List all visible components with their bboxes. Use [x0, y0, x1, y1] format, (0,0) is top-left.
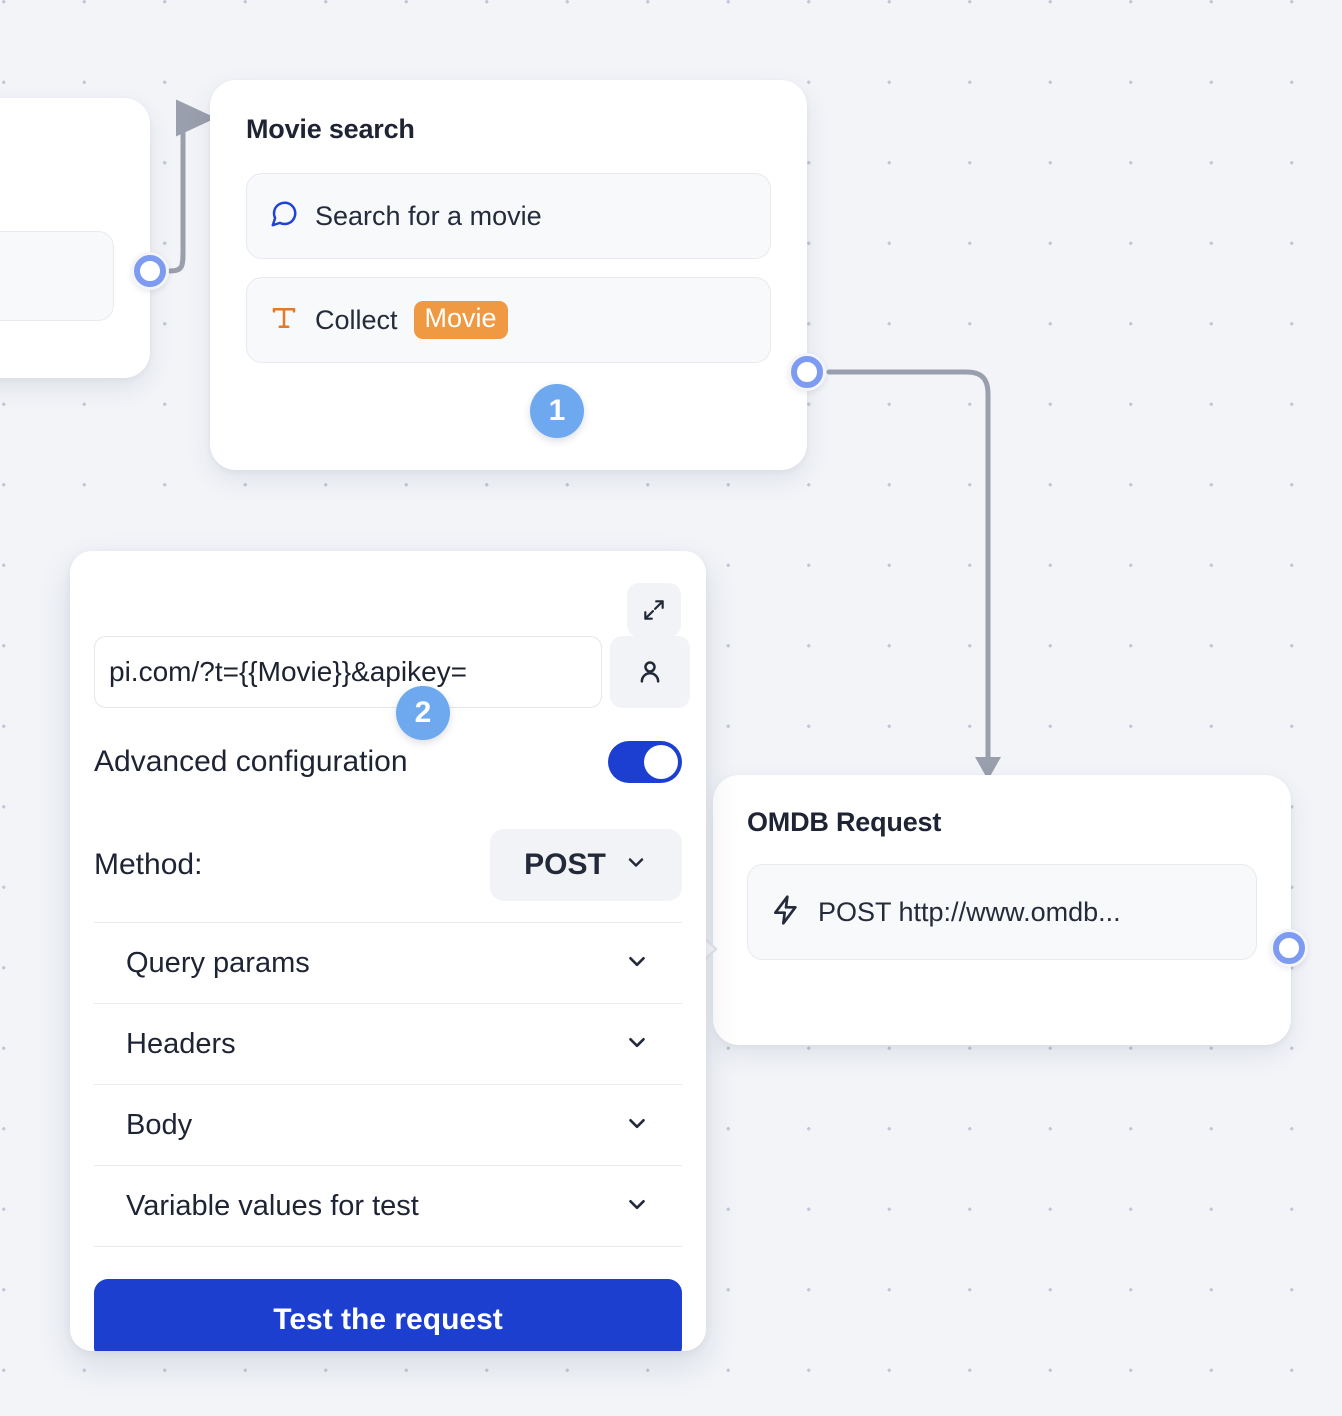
connector-port-movie-search[interactable]	[788, 353, 826, 391]
connector-port-left-node[interactable]	[131, 252, 169, 290]
test-the-request-button[interactable]: Test the request	[94, 1279, 682, 1351]
advanced-configuration-row[interactable]: Advanced configuration	[94, 741, 682, 783]
wire-left-to-movie	[167, 99, 216, 274]
step-badge-2: 2	[396, 686, 450, 740]
advanced-configuration-label: Advanced configuration	[94, 745, 408, 778]
accordion-label-query-params: Query params	[126, 946, 310, 979]
url-row[interactable]	[94, 636, 690, 708]
node-card-omdb-request[interactable]: OMDB Request POST http://www.omdb...	[713, 775, 1291, 1045]
node-title-movie-search: Movie search	[246, 114, 415, 144]
node-row-label-search: Search for a movie	[315, 200, 542, 231]
node-card-movie-search[interactable]: Movie search Search for a movie Collect …	[210, 80, 807, 470]
accordion-label-variable-values: Variable values for test	[126, 1189, 419, 1222]
node-row-partial[interactable]	[0, 231, 114, 321]
method-label: Method:	[94, 848, 203, 881]
request-config-panel[interactable]: Advanced configuration Method: POST Quer…	[70, 551, 706, 1351]
accordion-item-headers[interactable]: Headers	[94, 1004, 682, 1085]
request-url-input[interactable]	[94, 636, 602, 708]
lightning-bolt-icon	[770, 894, 802, 931]
node-row-post-request[interactable]: POST http://www.omdb...	[747, 864, 1257, 960]
advanced-configuration-toggle[interactable]	[608, 741, 682, 783]
accordion-item-query-params[interactable]: Query params	[94, 923, 682, 1004]
variable-chip-movie[interactable]: Movie	[413, 301, 508, 339]
chevron-down-icon	[624, 1029, 650, 1060]
step-badge-1: 1	[530, 384, 584, 438]
message-bubble-icon	[269, 199, 299, 234]
method-select[interactable]: POST	[490, 829, 682, 901]
accordion-item-body[interactable]: Body	[94, 1085, 682, 1166]
method-row: Method: POST	[94, 829, 682, 901]
chevron-down-icon	[624, 948, 650, 979]
connector-port-omdb-request[interactable]	[1270, 929, 1308, 967]
chevron-down-icon	[624, 1191, 650, 1222]
node-title-omdb-request: OMDB Request	[747, 807, 942, 837]
accordion-sections: Query params Headers Body	[94, 922, 682, 1247]
chevron-down-icon	[624, 1110, 650, 1141]
accordion-item-variable-values[interactable]: Variable values for test	[94, 1166, 682, 1247]
node-row-label-collect: Collect	[315, 304, 398, 335]
node-row-search-for-a-movie[interactable]: Search for a movie	[246, 173, 771, 259]
text-t-icon	[269, 303, 299, 338]
node-card-partial[interactable]	[0, 98, 150, 378]
node-row-label-post-url: POST http://www.omdb...	[818, 896, 1121, 927]
expand-diagonal-icon[interactable]	[627, 583, 681, 637]
chevron-down-icon	[624, 848, 648, 882]
person-icon-button[interactable]	[610, 636, 690, 708]
accordion-label-headers: Headers	[126, 1027, 236, 1060]
node-row-collect-movie[interactable]: Collect Movie	[246, 277, 771, 363]
wire-movie-to-omdb	[826, 369, 991, 760]
accordion-label-body: Body	[126, 1108, 193, 1141]
method-selected-value: POST	[524, 848, 606, 881]
